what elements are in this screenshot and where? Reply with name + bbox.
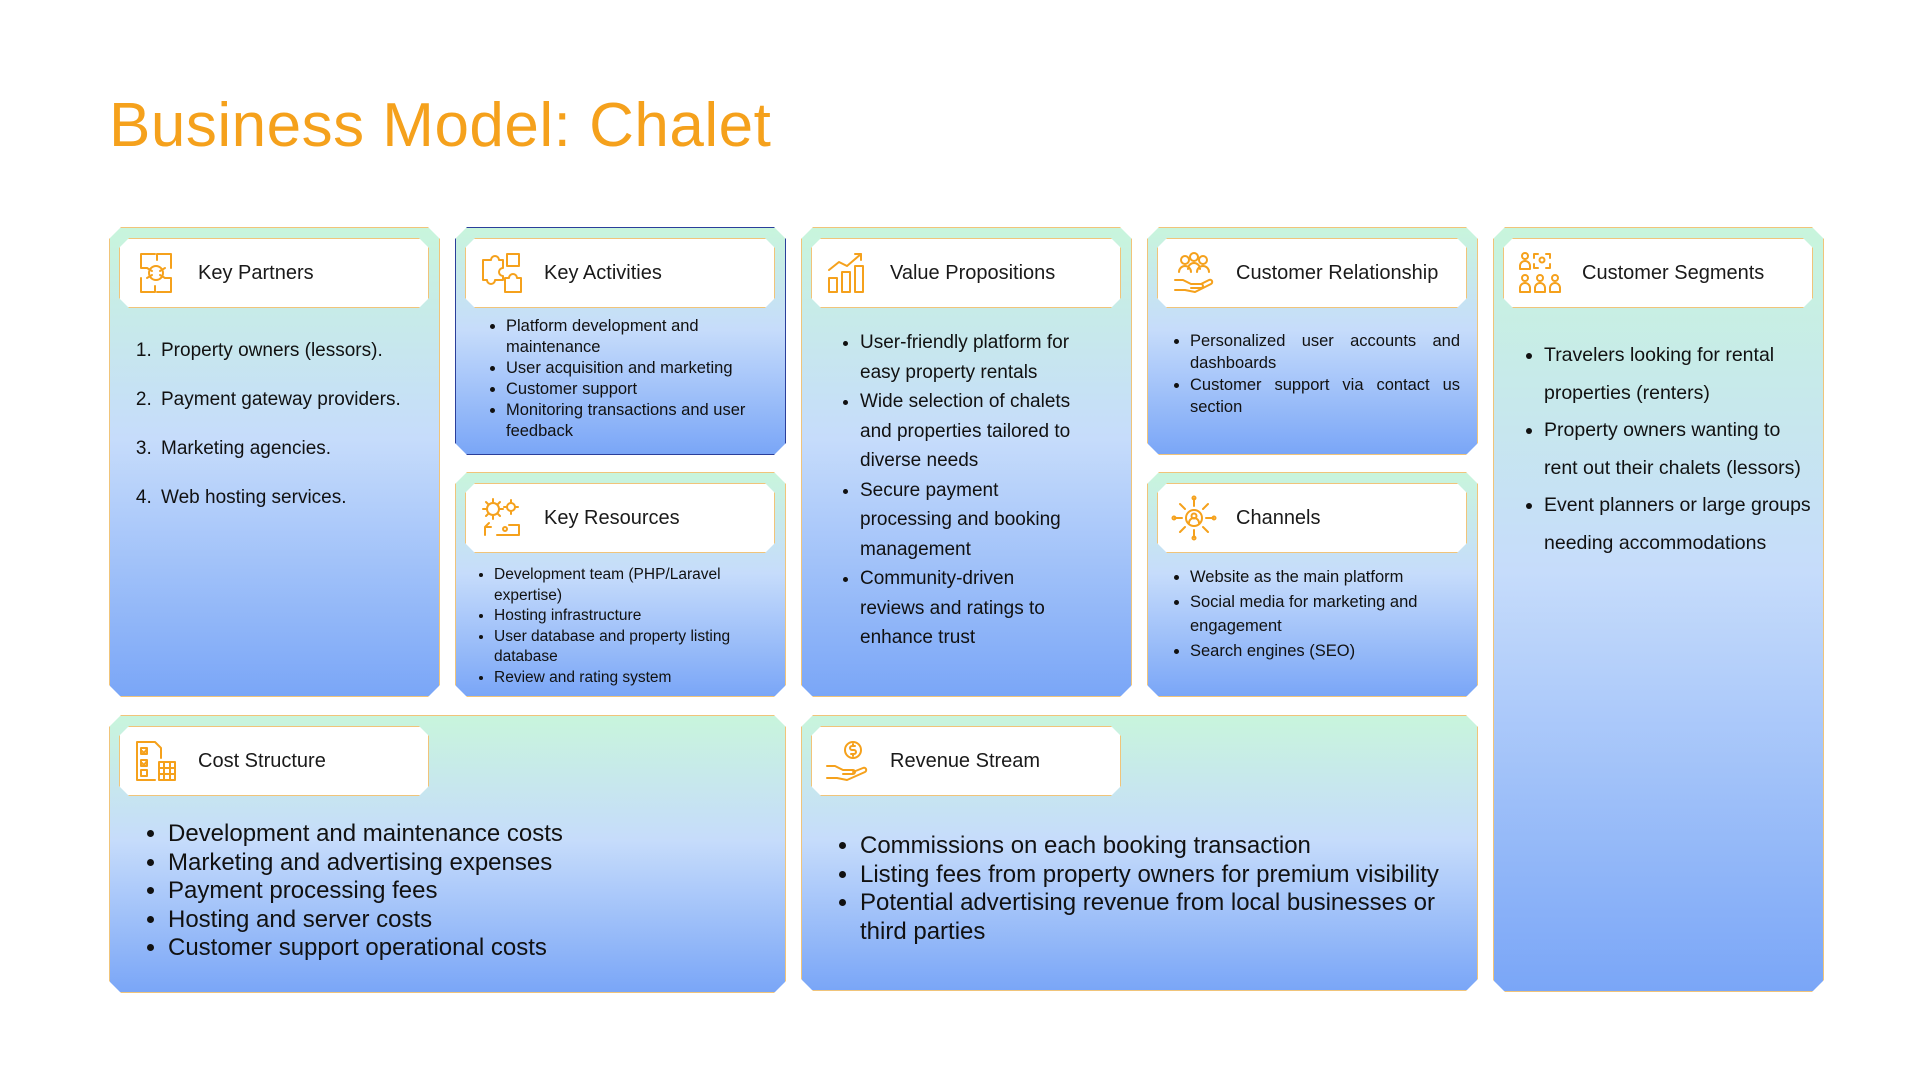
puzzle-icon — [478, 249, 526, 297]
list-item: Payment gateway providers. — [157, 389, 435, 411]
list-item: Marketing and advertising expenses — [168, 849, 742, 878]
list-item: Secure payment processing and booking ma… — [860, 476, 1083, 565]
list-item: Development team (PHP/Laravel expertise) — [494, 565, 776, 606]
gears-icon — [478, 494, 526, 542]
list-item: Payment processing fees — [168, 877, 742, 906]
channels-title: Channels — [1236, 506, 1321, 529]
key-resources-title: Key Resources — [544, 506, 680, 529]
revenue-stream-title: Revenue Stream — [890, 749, 1041, 772]
key-activities-header: Key Activities — [465, 238, 775, 308]
people-hand-icon — [1170, 249, 1218, 297]
customer-segments-list: Travelers looking for rental properties … — [1522, 337, 1812, 562]
list-item: Customer support operational costs — [168, 934, 742, 963]
key-activities-title: Key Activities — [544, 261, 662, 284]
list-item: Customer support via contact us section — [1190, 374, 1460, 418]
customer-relationship-list: Personalized user accounts and dashboard… — [1170, 330, 1460, 418]
cost-structure-title: Cost Structure — [198, 749, 326, 772]
key-partners-header: Key Partners — [119, 238, 429, 308]
key-partners-list: Property owners (lessors). Payment gatew… — [135, 340, 435, 536]
list-item: Development and maintenance costs — [168, 820, 742, 849]
groups-icon — [1516, 249, 1564, 297]
handshake-icon — [132, 249, 180, 297]
list-item: User-friendly platform for easy property… — [860, 328, 1083, 387]
list-item: Hosting infrastructure — [494, 606, 776, 627]
list-item: Hosting and server costs — [168, 906, 742, 935]
key-resources-card: Key Resources Development team (PHP/Lara… — [455, 472, 786, 697]
list-item: Search engines (SEO) — [1190, 639, 1460, 664]
key-partners-title: Key Partners — [198, 261, 314, 284]
revenue-stream-header: Revenue Stream — [811, 726, 1121, 796]
list-item: Platform development and maintenance — [506, 316, 774, 358]
list-item: Listing fees from property owners for pr… — [860, 861, 1459, 890]
cost-structure-header: Cost Structure — [119, 726, 429, 796]
customer-relationship-card: Customer Relationship Personalized user … — [1147, 227, 1478, 455]
list-item: Customer support — [506, 379, 774, 400]
list-item: Social media for marketing and engagemen… — [1190, 590, 1460, 639]
growth-chart-icon — [824, 249, 872, 297]
channels-card: Channels Website as the main platform So… — [1147, 472, 1478, 697]
page-title: Business Model: Chalet — [109, 91, 772, 160]
revenue-stream-card: Revenue Stream Commissions on each booki… — [801, 715, 1478, 991]
key-resources-header: Key Resources — [465, 483, 775, 553]
key-activities-list: Platform development and maintenance Use… — [484, 316, 774, 442]
key-activities-card: Key Activities Platform development and … — [455, 227, 786, 455]
revenue-stream-list: Commissions on each booking transaction … — [834, 832, 1459, 946]
value-propositions-list: User-friendly platform for easy property… — [838, 328, 1083, 653]
list-item: Commissions on each booking transaction — [860, 832, 1459, 861]
key-partners-card: Key Partners Property owners (lessors). … — [109, 227, 440, 697]
list-item: Property owners (lessors). — [157, 340, 435, 362]
list-item: Property owners wanting to rent out thei… — [1544, 412, 1812, 487]
list-item: Review and rating system — [494, 668, 776, 689]
cost-structure-card: Cost Structure Development and maintenan… — [109, 715, 786, 993]
network-icon — [1170, 494, 1218, 542]
customer-segments-title: Customer Segments — [1582, 261, 1765, 284]
list-item: Personalized user accounts and dashboard… — [1190, 330, 1460, 374]
cost-structure-list: Development and maintenance costs Market… — [142, 820, 742, 963]
list-item: Marketing agencies. — [157, 438, 435, 460]
list-item: Wide selection of chalets and properties… — [860, 387, 1083, 476]
list-item: Travelers looking for rental properties … — [1544, 337, 1812, 412]
customer-relationship-header: Customer Relationship — [1157, 238, 1467, 308]
channels-header: Channels — [1157, 483, 1467, 553]
value-propositions-card: Value Propositions User-friendly platfor… — [801, 227, 1132, 697]
money-hand-icon — [824, 737, 872, 785]
customer-segments-header: Customer Segments — [1503, 238, 1813, 308]
customer-relationship-title: Customer Relationship — [1236, 261, 1439, 284]
list-item: Community-driven reviews and ratings to … — [860, 564, 1083, 653]
list-item: Website as the main platform — [1190, 565, 1460, 590]
list-item: User database and property listing datab… — [494, 627, 776, 668]
list-item: Potential advertising revenue from local… — [860, 889, 1459, 946]
channels-list: Website as the main platform Social medi… — [1170, 565, 1460, 663]
list-item: Web hosting services. — [157, 487, 435, 509]
list-item: Monitoring transactions and user feedbac… — [506, 400, 774, 442]
list-item: User acquisition and marketing — [506, 358, 774, 379]
calculator-checklist-icon — [132, 737, 180, 785]
list-item: Event planners or large groups needing a… — [1544, 487, 1812, 562]
value-propositions-header: Value Propositions — [811, 238, 1121, 308]
value-propositions-title: Value Propositions — [890, 261, 1056, 284]
customer-segments-card: Customer Segments Travelers looking for … — [1493, 227, 1824, 992]
key-resources-list: Development team (PHP/Laravel expertise)… — [476, 565, 776, 688]
